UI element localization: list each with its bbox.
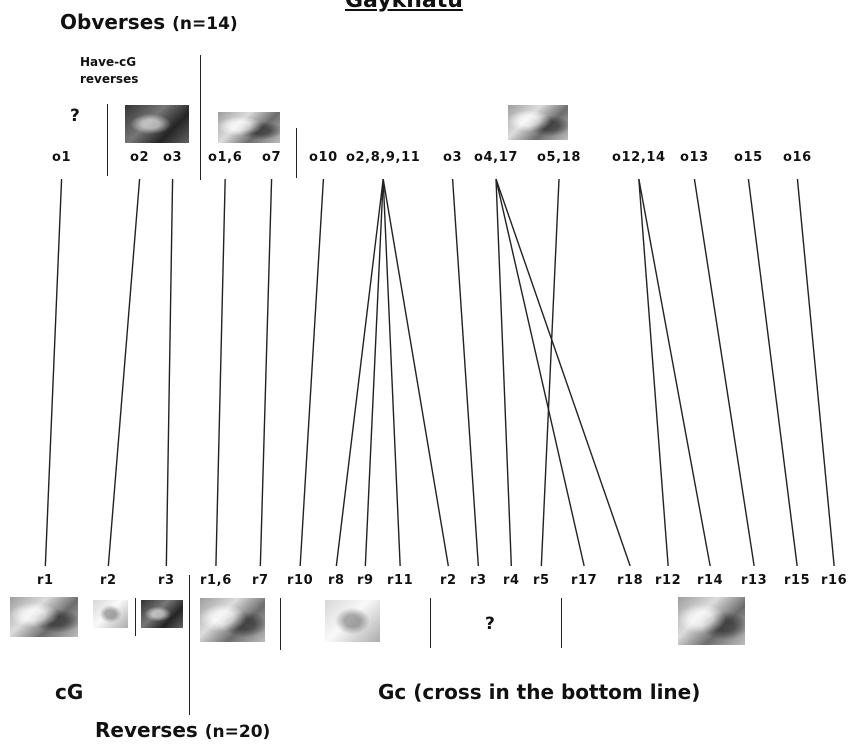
obverses-heading-label: Obverses bbox=[60, 10, 166, 34]
die-link-line bbox=[540, 178, 560, 567]
reverses-heading-count: (n=20) bbox=[204, 722, 271, 742]
reverse-divider bbox=[135, 598, 136, 636]
obverse-divider bbox=[296, 128, 297, 178]
die-link-line bbox=[364, 178, 384, 567]
unknown-reverse-mark: ? bbox=[485, 614, 495, 634]
die-link-line bbox=[693, 178, 755, 567]
diagram-title: Gaykhatu bbox=[345, 0, 463, 13]
coin-image bbox=[678, 597, 745, 645]
reverse-label: r15 bbox=[784, 573, 811, 588]
reverse-divider bbox=[189, 575, 190, 715]
reverse-label: r11 bbox=[387, 573, 414, 588]
reverse-label: r2 bbox=[100, 573, 117, 588]
have-cg-note: Have-cG reverses bbox=[80, 54, 138, 88]
obverses-heading: Obverses (n=14) bbox=[60, 10, 238, 34]
die-link-line bbox=[259, 178, 273, 567]
group-cg-label: cG bbox=[55, 680, 84, 704]
obverse-label: o1 bbox=[52, 150, 72, 165]
die-link-line bbox=[747, 178, 798, 567]
obverse-label: o2,8,9,11 bbox=[346, 150, 421, 165]
reverse-label: r17 bbox=[571, 573, 598, 588]
have-cg-note-line2: reverses bbox=[80, 72, 139, 86]
die-link-line bbox=[495, 178, 513, 567]
reverse-label: r7 bbox=[252, 573, 269, 588]
obverse-divider bbox=[107, 104, 108, 176]
reverse-label: r8 bbox=[328, 573, 345, 588]
obverse-label: o12,14 bbox=[612, 150, 666, 165]
unknown-obverse-mark: ? bbox=[70, 106, 80, 126]
die-link-line bbox=[638, 178, 711, 567]
reverse-label: r9 bbox=[357, 573, 374, 588]
die-link-line bbox=[165, 178, 174, 567]
coin-image bbox=[141, 600, 183, 628]
reverse-divider bbox=[280, 598, 281, 650]
obverse-label: o4,17 bbox=[474, 150, 519, 165]
obverse-label: o3 bbox=[163, 150, 183, 165]
obverse-label: o1,6 bbox=[208, 150, 243, 165]
reverse-divider bbox=[561, 598, 562, 648]
reverse-label: r1,6 bbox=[200, 573, 232, 588]
coin-image bbox=[508, 105, 568, 140]
reverse-label: r5 bbox=[533, 573, 550, 588]
reverse-label: r3 bbox=[470, 573, 487, 588]
die-link-line bbox=[495, 178, 631, 567]
die-link-line bbox=[638, 178, 669, 567]
obverse-label: o5,18 bbox=[537, 150, 582, 165]
die-link-line bbox=[451, 178, 480, 567]
reverse-label: r16 bbox=[821, 573, 848, 588]
reverse-label: r4 bbox=[503, 573, 520, 588]
obverse-label: o15 bbox=[734, 150, 763, 165]
die-link-line bbox=[495, 178, 585, 567]
reverse-label: r13 bbox=[741, 573, 768, 588]
die-link-line bbox=[107, 178, 141, 567]
die-link-line bbox=[335, 178, 384, 567]
coin-image bbox=[10, 597, 78, 637]
obverse-label: o3 bbox=[443, 150, 463, 165]
obverse-label: o2 bbox=[130, 150, 150, 165]
coin-image bbox=[125, 105, 189, 143]
reverses-heading: Reverses (n=20) bbox=[95, 718, 270, 742]
coin-image bbox=[218, 112, 280, 143]
coin-image bbox=[200, 598, 265, 642]
reverse-label: r2 bbox=[440, 573, 457, 588]
die-link-line bbox=[299, 178, 325, 567]
obverses-heading-count: (n=14) bbox=[172, 14, 238, 34]
reverse-label: r12 bbox=[655, 573, 682, 588]
obverse-label: o7 bbox=[262, 150, 282, 165]
die-link-line bbox=[796, 178, 835, 567]
reverse-label: r10 bbox=[287, 573, 314, 588]
obverse-label: o10 bbox=[309, 150, 338, 165]
reverse-label: r1 bbox=[37, 573, 54, 588]
group-gc-label: Gc (cross in the bottom line) bbox=[378, 680, 701, 704]
coin-image bbox=[93, 600, 128, 628]
obverse-label: o13 bbox=[680, 150, 709, 165]
die-link-line bbox=[382, 178, 450, 567]
obverse-divider bbox=[200, 55, 201, 180]
reverse-label: r14 bbox=[697, 573, 724, 588]
have-cg-note-line1: Have-cG bbox=[80, 55, 137, 69]
obverse-label: o16 bbox=[783, 150, 812, 165]
reverse-divider bbox=[430, 598, 431, 648]
die-link-line bbox=[382, 178, 401, 567]
reverse-label: r3 bbox=[158, 573, 175, 588]
coin-image bbox=[325, 600, 380, 642]
die-link-line bbox=[215, 178, 226, 567]
reverse-label: r18 bbox=[617, 573, 644, 588]
die-link-line bbox=[44, 178, 63, 567]
reverses-heading-label: Reverses bbox=[95, 718, 198, 742]
